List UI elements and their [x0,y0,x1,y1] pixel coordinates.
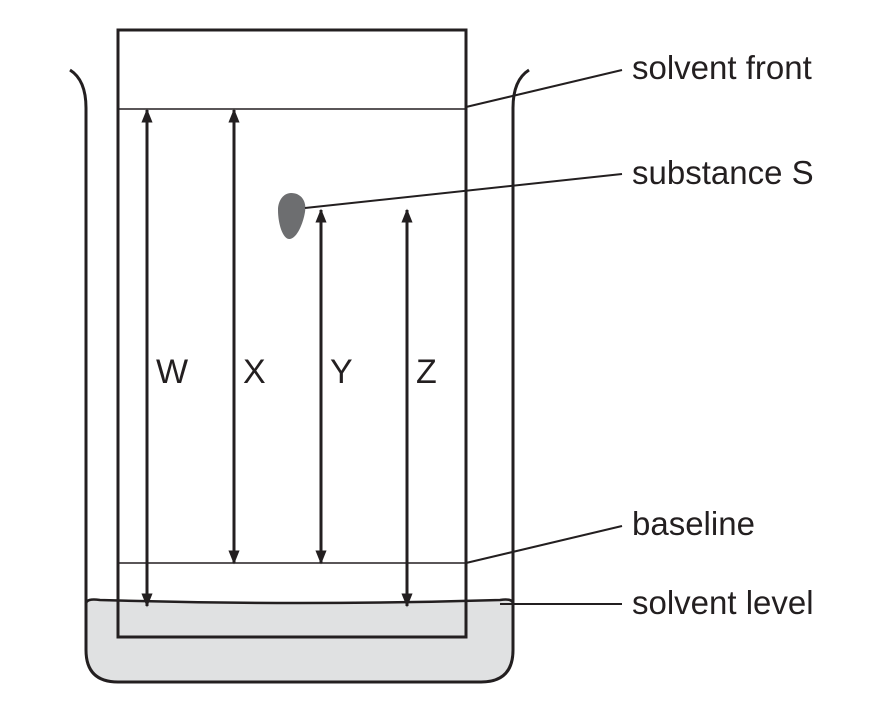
leader-line-solvent-front [465,69,623,108]
distance-label-x: X [243,353,266,391]
distance-label-z: Z [416,353,437,391]
distance-label-w: W [156,353,188,391]
chromatography-paper [116,28,468,639]
leader-line-baseline [465,525,623,564]
distance-label-y: Y [330,353,353,391]
beaker [69,68,530,684]
label-solvent-front: solvent front [632,49,812,86]
label-solvent-level: solvent level [632,584,814,621]
solvent-liquid [86,599,513,682]
label-substance-s: substance S [632,154,814,191]
solvent-surface-line [84,598,515,605]
label-baseline: baseline [632,505,755,542]
leader-line-substance-s [304,173,623,209]
substance-s-spot [278,193,306,240]
